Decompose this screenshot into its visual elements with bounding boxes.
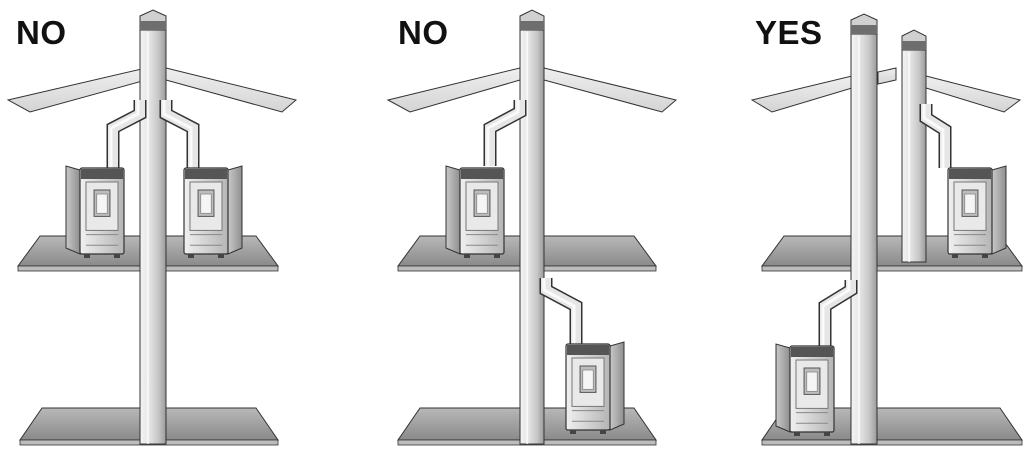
stove-top-band — [461, 169, 503, 179]
flue-pipe-icon — [106, 100, 147, 168]
flue-highlight — [162, 100, 193, 168]
roof-icon — [6, 67, 147, 113]
floor-edge — [761, 439, 1023, 446]
roof-icon — [165, 67, 298, 113]
roof-icon — [925, 75, 1022, 113]
stove-foot — [188, 254, 194, 258]
flue-highlight — [542, 278, 576, 344]
flue-pipe-icon — [818, 280, 858, 346]
flue-highlight — [109, 100, 140, 168]
stove-foot — [982, 254, 988, 258]
chimney-body — [139, 25, 167, 445]
pellet-stove-icon — [565, 341, 625, 434]
stove-top-band — [185, 169, 227, 179]
chimney-body — [519, 25, 545, 445]
stove-side-panel — [609, 341, 625, 431]
stove-foot — [952, 254, 958, 258]
stove-window-inner — [200, 193, 212, 214]
pellet-stove-icon — [65, 165, 125, 258]
chimney-cap-band — [140, 21, 166, 30]
chimney-icon — [850, 13, 878, 445]
pellet-stove-icon — [775, 343, 835, 436]
diagram-layer — [6, 9, 1023, 446]
chimney-icon — [519, 9, 545, 445]
flue-pipe-icon — [539, 278, 583, 344]
stove-foot — [794, 432, 800, 436]
stove-side-panel — [991, 165, 1007, 255]
stove-foot — [218, 254, 224, 258]
chimney-cap-band — [902, 41, 926, 50]
stove-foot — [824, 432, 830, 436]
chimney-body — [850, 29, 878, 445]
flue-fill — [541, 278, 581, 344]
stove-side-panel — [227, 165, 243, 255]
roof-icon — [386, 67, 521, 113]
flue-pipe-icon — [919, 104, 952, 168]
pellet-stove-icon — [445, 165, 505, 258]
stove-top-band — [791, 347, 833, 357]
flue-pipe-icon — [159, 100, 200, 168]
roof-icon — [877, 67, 897, 85]
flue-highlight — [821, 280, 851, 346]
panel-1-scene — [6, 9, 298, 446]
panel-2-scene — [386, 9, 678, 446]
stove-window-inner — [806, 371, 818, 392]
stove-foot — [84, 254, 90, 258]
flue-fill — [161, 100, 198, 168]
stove-foot — [570, 430, 576, 434]
stove-window-inner — [964, 193, 976, 214]
flue-pipe-icon — [483, 100, 527, 166]
stove-top-band — [567, 345, 609, 355]
stove-side-panel — [65, 165, 81, 255]
panel-3-verdict-label: YES — [755, 14, 823, 51]
stove-window-inner — [582, 369, 594, 390]
stove-side-panel — [445, 165, 461, 255]
stove-top-band — [81, 169, 123, 179]
pellet-stove-icon — [947, 165, 1007, 258]
stove-window-inner — [476, 193, 488, 214]
stove-foot — [600, 430, 606, 434]
floor-edge — [761, 265, 1023, 272]
flue-highlight — [922, 104, 945, 168]
panel-3-scene — [750, 13, 1023, 446]
panel-1-verdict-label: NO — [16, 14, 67, 51]
chimney-body — [901, 45, 927, 263]
chimney-icon — [139, 9, 167, 445]
stove-foot — [464, 254, 470, 258]
pellet-stove-icon — [183, 165, 243, 258]
chimney-cap-band — [520, 21, 544, 30]
stove-foot — [494, 254, 500, 258]
stove-window-inner — [96, 193, 108, 214]
roof-icon — [750, 75, 853, 113]
chimney-cap-band — [851, 25, 877, 34]
flue-highlight — [486, 100, 520, 166]
stove-side-panel — [775, 343, 791, 433]
panel-2-verdict-label: NO — [398, 14, 449, 51]
stove-top-band — [949, 169, 991, 179]
flue-fill — [485, 100, 525, 166]
roof-icon — [543, 67, 678, 113]
chimney-icon — [901, 29, 927, 263]
stove-foot — [114, 254, 120, 258]
flue-fill — [108, 100, 145, 168]
